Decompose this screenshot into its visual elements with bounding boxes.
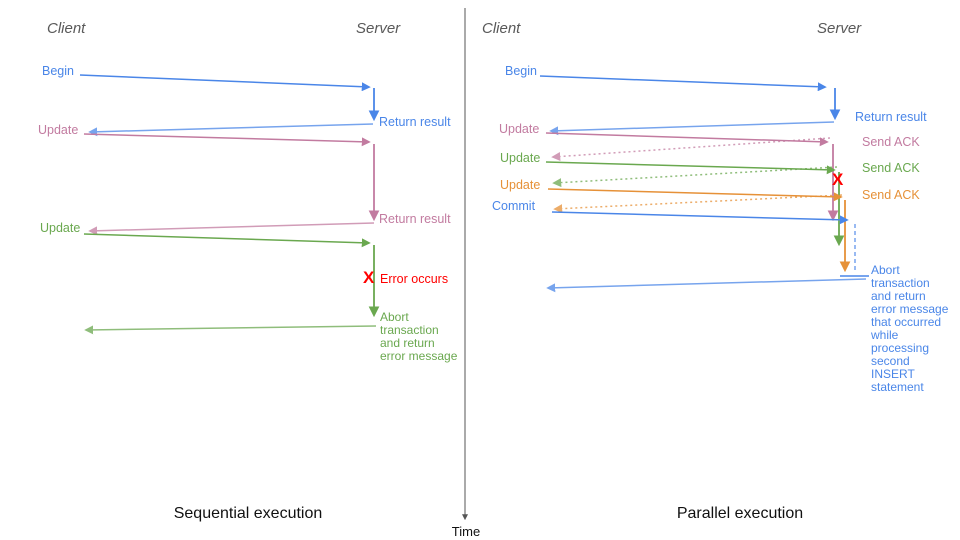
sequential-return-result-2-label: Return result (379, 212, 451, 226)
parallel-commit-request-arrow (551, 211, 849, 225)
parallel-update-2-request-arrow (545, 161, 836, 175)
sequential-abort-note: Abort transaction and return error messa… (380, 310, 458, 363)
sequential-panel-caption: Sequential execution (173, 505, 323, 522)
parallel-update-1-label: Update (499, 122, 540, 136)
parallel-return-result-arrow (549, 121, 835, 136)
sequential-server-header: Server (356, 20, 401, 37)
sequential-begin-request-arrow (79, 74, 371, 92)
sequential-abort-return-arrow (84, 325, 377, 335)
parallel-update-3-label: Update (500, 178, 541, 192)
parallel-abort-return-arrow (546, 278, 867, 293)
parallel-commit-label: Commit (492, 199, 536, 213)
sequential-begin-label: Begin (42, 64, 74, 78)
time-axis-label: Time (451, 524, 481, 539)
sequential-return-result-1-label: Return result (379, 115, 451, 129)
parallel-update-2-label: Update (500, 151, 541, 165)
parallel-client-header: Client (482, 20, 521, 37)
sequential-update-2-label: Update (40, 221, 81, 235)
sequential-error-x-mark: X (363, 268, 375, 287)
sequential-client-header: Client (47, 20, 86, 37)
sequential-update-1-request-arrow (83, 133, 371, 147)
sequential-update-1-label: Update (38, 123, 79, 137)
parallel-server-header: Server (817, 20, 862, 37)
parallel-send-ack-2-label: Send ACK (862, 161, 920, 175)
parallel-begin-label: Begin (505, 64, 537, 78)
parallel-ack-2-arrow (552, 166, 838, 188)
parallel-begin-request-arrow (539, 75, 827, 92)
parallel-ack-3-arrow (553, 194, 843, 214)
sequential-return-result-2-arrow (88, 222, 375, 236)
parallel-update-3-request-arrow (547, 188, 843, 202)
parallel-ack-1-arrow (551, 137, 831, 161)
parallel-error-x-mark: X (832, 170, 844, 189)
parallel-send-ack-1-label: Send ACK (862, 135, 920, 149)
parallel-send-ack-3-label: Send ACK (862, 188, 920, 202)
parallel-abort-note: Abort transaction and return error messa… (871, 263, 949, 394)
sequential-error-occurs-label: Error occurs (380, 272, 449, 286)
parallel-return-result-label: Return result (855, 110, 927, 124)
sequential-return-result-1-arrow (88, 123, 374, 137)
parallel-update-1-request-arrow (545, 132, 829, 147)
sequential-update-2-request-arrow (83, 233, 371, 248)
parallel-panel-caption: Parallel execution (676, 505, 804, 522)
